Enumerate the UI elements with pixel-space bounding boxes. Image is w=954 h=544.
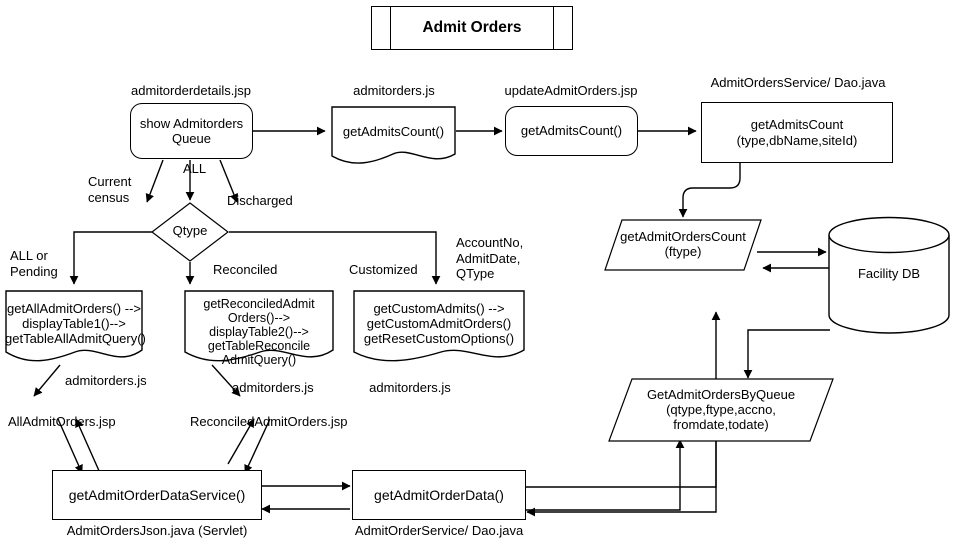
edge-label-account-params: AccountNo, AdmitDate, QType [456,235,524,282]
edge-label-all: ALL [183,161,207,176]
node-get-admits-count-jsp-label: getAdmitsCount() [520,123,623,139]
node-get-admit-orders-count[interactable]: getAdmitOrdersCount (ftype) [604,219,762,271]
edge-label-reconciled: Reconciled [213,262,278,277]
node-facility-db-label: Facility DB [857,266,921,281]
edge-label-all-or-pending: ALL or Pending [10,248,58,279]
node-show-admitorders-queue-label: show Admitorders Queue [139,115,244,146]
node-get-admits-count-js-label: getAdmitsCount() [342,124,445,139]
caption-custom-admits-js: admitorders.js [369,380,451,395]
page-title: Admit Orders [371,6,573,50]
caption-admit-orders-json-servlet: AdmitOrdersJson.java (Servlet) [66,523,248,538]
node-custom-admits-label: getCustomAdmits() --> getCustomAdmitOrde… [363,301,515,346]
node-custom-admits[interactable]: getCustomAdmits() --> getCustomAdmitOrde… [353,290,525,368]
node-get-admit-orders-by-queue[interactable]: GetAdmitOrdersByQueue (qtype,ftype,accno… [608,378,834,442]
caption-get-admits-count-js: admitorders.js [353,83,435,98]
edge-label-current-census: Current census [88,174,132,205]
caption-admit-order-service-dao: AdmitOrderService/ Dao.java [354,523,524,538]
edge-label-customized: Customized [349,262,418,277]
node-all-admit-orders-jsp[interactable]: AllAdmitOrders.jsp [8,414,116,429]
node-get-admit-orders-count-label: getAdmitOrdersCount (ftype) [620,229,746,259]
caption-get-admits-count-jsp: updateAdmitOrders.jsp [504,83,638,98]
caption-all-admit-orders-js: admitorders.js [65,373,147,388]
node-get-admit-order-data-label: getAdmitOrderData() [374,486,504,503]
node-get-admits-count-dao-label: getAdmitsCount (type,dbName,siteId) [736,117,858,148]
node-get-admit-order-data-service-label: getAdmitOrderDataService() [68,486,246,503]
node-reconciled-admit-orders-label: getReconciledAdmit Orders()--> displayTa… [203,297,315,367]
node-show-admitorders-queue[interactable]: show Admitorders Queue [130,103,253,159]
title-divider-left [390,7,391,49]
node-all-admit-orders[interactable]: getAllAdmitOrders() --> displayTable1()-… [5,290,146,368]
node-reconciled-admit-orders[interactable]: getReconciledAdmit Orders()--> displayTa… [184,290,334,368]
node-facility-db[interactable]: Facility DB [828,216,950,334]
edge-label-discharged: Discharged [227,193,293,208]
title-divider-right [553,7,554,49]
node-get-admits-count-js[interactable]: getAdmitsCount() [331,106,456,168]
caption-get-admits-count-dao: AdmitOrdersService/ Dao.java [710,75,886,90]
node-get-admit-order-data[interactable]: getAdmitOrderData() [352,470,526,520]
node-get-admit-orders-by-queue-label: GetAdmitOrdersByQueue (qtype,ftype,accno… [646,387,796,432]
node-qtype-decision[interactable]: Qtype [151,202,229,262]
node-get-admits-count-jsp[interactable]: getAdmitsCount() [505,106,638,156]
node-reconciled-admit-orders-jsp[interactable]: ReconciledAdmitOrders.jsp [190,414,348,429]
node-get-admits-count-dao[interactable]: getAdmitsCount (type,dbName,siteId) [701,102,893,163]
node-all-admit-orders-label: getAllAdmitOrders() --> displayTable1()-… [5,301,146,346]
caption-show-queue: admitorderdetails.jsp [131,83,251,98]
node-qtype-decision-label: Qtype [172,223,208,238]
caption-reconciled-admit-orders-js: admitorders.js [232,380,314,395]
node-get-admit-order-data-service[interactable]: getAdmitOrderDataService() [52,470,262,520]
page-title-text: Admit Orders [422,18,522,36]
